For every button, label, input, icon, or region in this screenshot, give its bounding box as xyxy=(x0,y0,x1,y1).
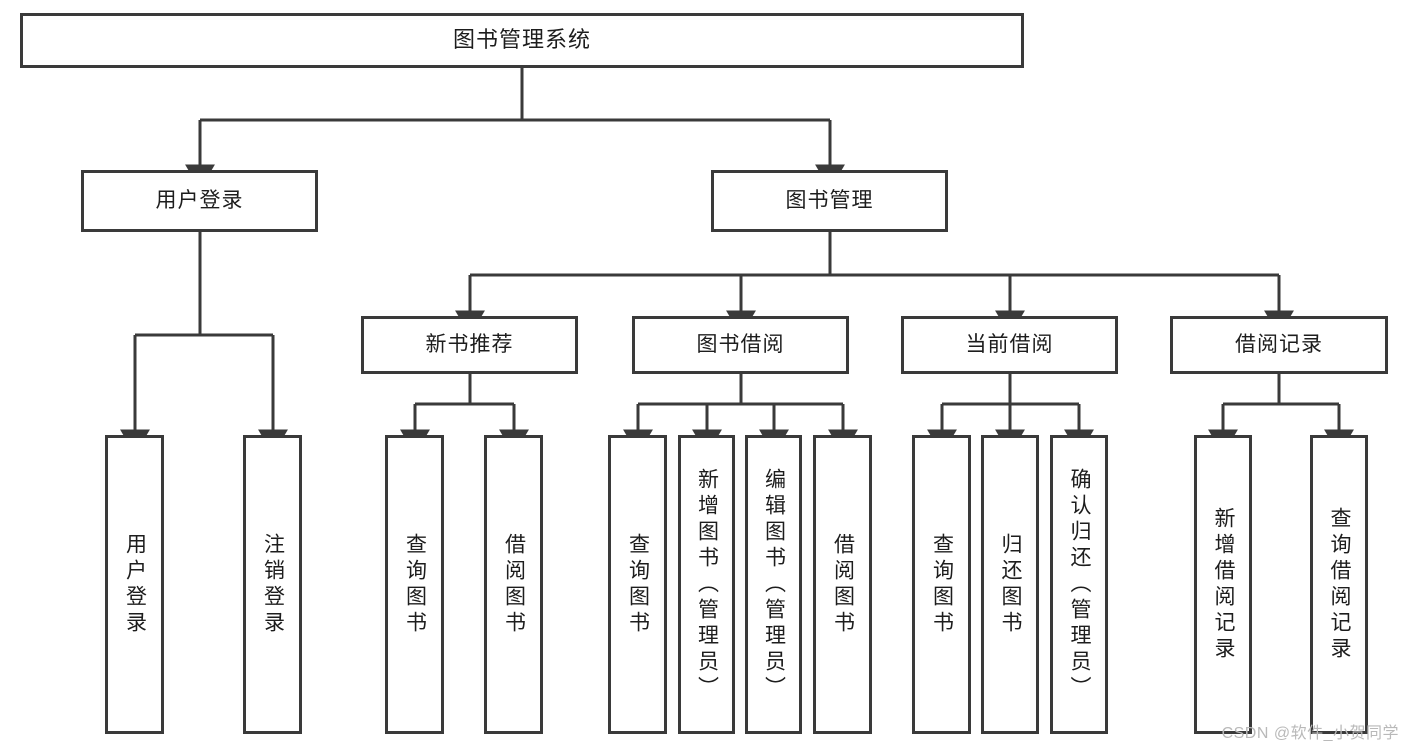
node-root[interactable]: 图书管理系统 xyxy=(20,13,1024,68)
node-l1[interactable]: 用户登录 xyxy=(105,435,164,734)
node-label: 注销登录 xyxy=(261,532,285,637)
node-l10[interactable]: 归还图书 xyxy=(981,435,1039,734)
node-label: 借阅记录 xyxy=(1235,333,1323,357)
node-l13[interactable]: 查询借阅记录 xyxy=(1310,435,1368,734)
node-label: 查询借阅记录 xyxy=(1328,506,1352,663)
node-l11[interactable]: 确认归还（管理员） xyxy=(1050,435,1108,734)
node-l8[interactable]: 借阅图书 xyxy=(813,435,872,734)
node-label: 编辑图书（管理员） xyxy=(762,467,786,702)
node-l6[interactable]: 新增图书（管理员） xyxy=(678,435,735,734)
node-label: 图书管理系统 xyxy=(452,27,591,53)
node-label: 查询图书 xyxy=(930,532,954,637)
node-l2[interactable]: 注销登录 xyxy=(243,435,302,734)
node-label: 确认归还（管理员） xyxy=(1068,467,1092,702)
watermark: CSDN @软件_小贺同学 xyxy=(1221,725,1399,742)
node-l4[interactable]: 借阅图书 xyxy=(484,435,543,734)
node-label: 新增图书（管理员） xyxy=(695,467,719,702)
node-label: 归还图书 xyxy=(999,532,1023,637)
node-label: 借阅图书 xyxy=(831,532,855,637)
node-l9[interactable]: 查询图书 xyxy=(912,435,971,734)
node-label: 用户登录 xyxy=(155,189,244,213)
node-newbook[interactable]: 新书推荐 xyxy=(361,316,578,374)
node-l12[interactable]: 新增借阅记录 xyxy=(1194,435,1252,734)
node-label: 借阅图书 xyxy=(502,532,526,637)
node-label: 图书借阅 xyxy=(696,333,785,357)
node-label: 查询图书 xyxy=(403,532,427,637)
node-records[interactable]: 借阅记录 xyxy=(1170,316,1388,374)
node-l3[interactable]: 查询图书 xyxy=(385,435,444,734)
node-label: 查询图书 xyxy=(626,532,650,637)
node-label: 新增借阅记录 xyxy=(1212,506,1236,663)
node-label: 图书管理 xyxy=(785,189,874,213)
node-current[interactable]: 当前借阅 xyxy=(901,316,1118,374)
node-l7[interactable]: 编辑图书（管理员） xyxy=(745,435,802,734)
node-bookmgmt[interactable]: 图书管理 xyxy=(711,170,948,232)
node-label: 用户登录 xyxy=(123,532,147,637)
node-label: 新书推荐 xyxy=(425,333,514,357)
node-borrow[interactable]: 图书借阅 xyxy=(632,316,849,374)
node-l5[interactable]: 查询图书 xyxy=(608,435,667,734)
node-label: 当前借阅 xyxy=(965,333,1054,357)
node-login[interactable]: 用户登录 xyxy=(81,170,318,232)
